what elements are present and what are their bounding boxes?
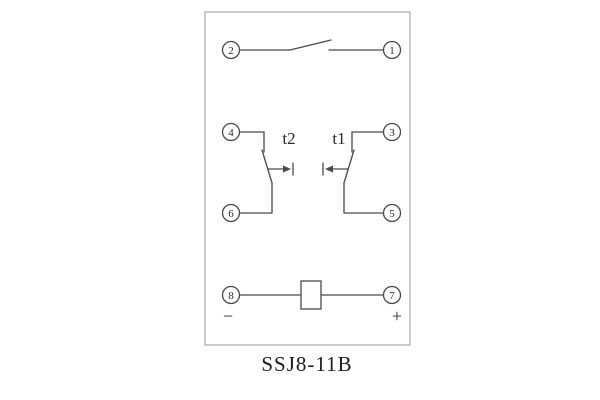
relay-case-outline: [204, 11, 411, 346]
t2-label: t2: [282, 129, 295, 148]
coil-symbol: [300, 280, 322, 310]
t1-moving-contact-wire: [343, 182, 385, 214]
terminal-number-2: 2: [228, 45, 234, 57]
terminal-number-5: 5: [389, 208, 395, 220]
t2-contact-blade: [261, 149, 273, 184]
top-contact-blade: [289, 39, 332, 51]
coil-group: 8 7 − +: [221, 280, 402, 326]
terminal-number-4: 4: [228, 127, 234, 139]
positive-polarity-label: +: [392, 306, 402, 326]
terminal-circle-3: [382, 122, 402, 142]
terminal-circle-8: [221, 285, 241, 305]
terminal-number-6: 6: [228, 208, 234, 220]
terminal-circle-5: [382, 203, 402, 223]
terminal-circle-1: [382, 40, 402, 60]
t2-moving-contact-wire: [238, 182, 273, 214]
terminal-number-7: 7: [389, 290, 395, 302]
terminal-circle-7: [382, 285, 402, 305]
terminal-number-3: 3: [389, 127, 395, 139]
left-delay-contact-group: t2 4 6: [221, 122, 296, 223]
right-delay-contact-group: t1 3 5: [322, 122, 402, 223]
t2-delay-arrow-head: [283, 165, 291, 173]
negative-polarity-label: −: [223, 306, 233, 326]
model-title: SSJ8-11B: [261, 352, 352, 376]
t1-delay-arrow-head: [325, 165, 333, 173]
t2-fixed-contact-wire: [238, 131, 265, 153]
t1-fixed-contact-wire: [351, 131, 385, 153]
terminal-number-8: 8: [228, 290, 234, 302]
top-contact-group: 2 1: [221, 39, 402, 60]
terminal-number-1: 1: [389, 45, 395, 57]
t1-label: t1: [332, 129, 345, 148]
terminal-circle-4: [221, 122, 241, 142]
terminal-circle-2: [221, 40, 241, 60]
t1-contact-blade: [343, 149, 355, 184]
terminal-circle-6: [221, 203, 241, 223]
